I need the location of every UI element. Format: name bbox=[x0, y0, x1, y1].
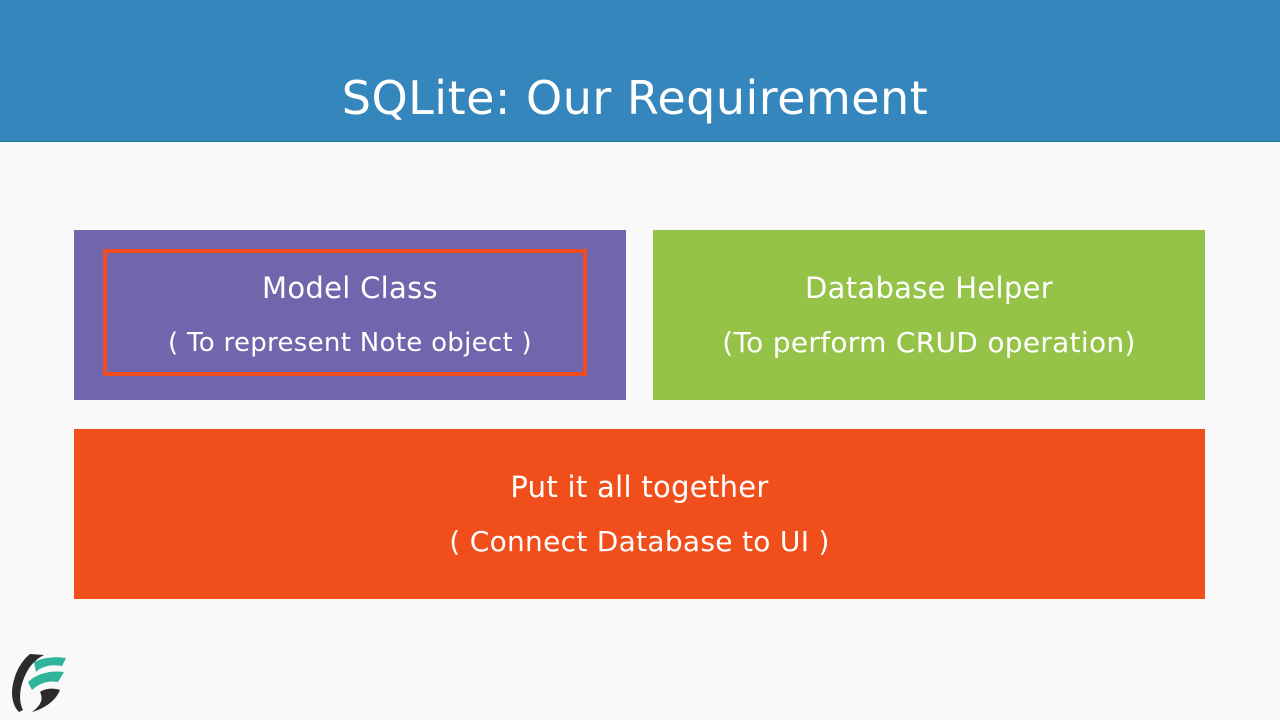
database-helper-subtitle: (To perform CRUD operation) bbox=[722, 326, 1136, 359]
model-class-highlight bbox=[103, 249, 587, 376]
slide-title: SQLite: Our Requirement bbox=[341, 71, 929, 125]
database-helper-title: Database Helper bbox=[805, 271, 1053, 305]
model-class-title: Model Class bbox=[262, 271, 438, 305]
header-bar: SQLite: Our Requirement bbox=[0, 0, 1280, 142]
database-helper-box: Database Helper (To perform CRUD operati… bbox=[653, 230, 1205, 400]
brand-logo-icon bbox=[10, 652, 68, 714]
model-class-box: Model Class ( To represent Note object ) bbox=[74, 230, 626, 400]
put-together-subtitle: ( Connect Database to UI ) bbox=[449, 525, 830, 558]
put-together-box: Put it all together ( Connect Database t… bbox=[74, 429, 1205, 599]
model-class-subtitle: ( To represent Note object ) bbox=[168, 328, 532, 358]
put-together-title: Put it all together bbox=[510, 470, 769, 504]
